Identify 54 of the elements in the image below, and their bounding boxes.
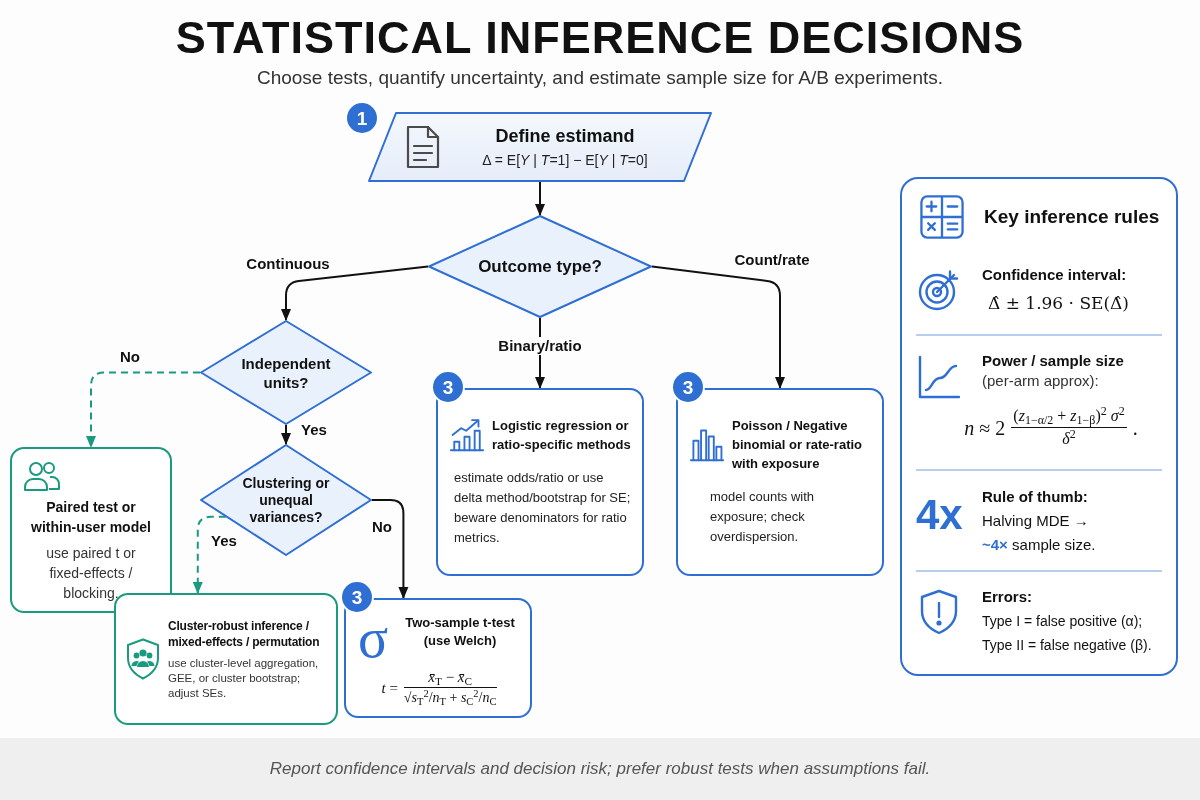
method-card (10, 447, 172, 613)
panel-heading: Key inference rules (984, 205, 1160, 229)
decision-diamond (200, 320, 372, 425)
card-heading: Logistic regression or ratio-specific methods (492, 417, 632, 454)
parallelogram-step (368, 112, 712, 182)
rule-title: Errors: (982, 587, 1034, 607)
card-text: estimate odds/ratio or use delta method/bootstrap for SE; beware denominators for ratio metrics. (453, 469, 632, 547)
formula: n ≈ 2 (964, 415, 1006, 440)
dashed-arrow (192, 515, 227, 594)
arrow (371, 499, 409, 599)
rule-title: Power / sample size (982, 351, 1125, 371)
card-heading: Poisson / Negative binomial or rate-ratio with exposure (732, 417, 864, 473)
rule-title: Confidence interval: (982, 265, 1128, 285)
rule-text: Type II = false negative (β). (982, 636, 1153, 655)
formula: Δ̂ ± 1.96 · SE(Δ̂) (987, 292, 1130, 315)
subtitle: Choose tests, quantify uncertainty, and estimate sample size for A/B experiments. (255, 66, 945, 90)
rule-text: ~4× sample size. (982, 535, 1097, 555)
card-text: use cluster-level aggregation, GEE, or cluster bootstrap; adjust SEs. (168, 655, 320, 701)
step-number-badge: 1 (347, 103, 377, 133)
sigma-symbol: σ (358, 610, 389, 666)
multiplier-text: 4x (916, 491, 963, 539)
arrow (281, 265, 429, 321)
decision-text: Outcome type? (478, 256, 602, 277)
arrow (281, 424, 291, 445)
formula-period: . (1132, 415, 1138, 440)
rules-panel (900, 177, 1178, 676)
formula-denominator: δ$^{2}$ (1061, 428, 1077, 449)
step-number-badge: 3 (673, 372, 703, 402)
rule-text: Halving MDE → (982, 511, 1090, 531)
rule-text: Type I = false positive (α); (982, 612, 1144, 631)
arrow (651, 265, 785, 389)
formula-denominator: √s$_{T}$$^{2}$/n$_{T}$ + s$_{C}$$^{2}$/n$_{C}$ (403, 688, 497, 707)
caption: Report confidence intervals and decision risk; prefer robust tests when assumptions fail. (269, 758, 931, 780)
arrow (535, 181, 545, 216)
dashed-arrow (86, 371, 201, 448)
formula: t = (381, 678, 398, 697)
card-text: model counts with exposure; check overdispersion. (709, 488, 816, 546)
decision-text: Independent units? (240, 353, 332, 392)
title: STATISTICAL INFERENCE DECISIONS (174, 12, 1026, 64)
rule-text: (per-arm approx): (982, 371, 1100, 391)
step-heading: Define estimand (495, 125, 635, 147)
decision-diamond (428, 215, 652, 318)
decision-text: Clustering or unequal variances? (241, 474, 331, 526)
card-heading: Two-sample t-test (use Welch) (404, 614, 516, 650)
card-text: use paired t or fixed-effects / blocking. (45, 544, 137, 603)
decision-diamond (200, 444, 372, 556)
card-heading: Cluster-robust inference / mixed-effects / permutation (168, 617, 321, 650)
rule-title: Rule of thumb: (982, 487, 1089, 507)
formula-numerator: (z$_{1−α/2}$ + z$_{1−β}$)$^{2}$ σ$^{2}$ (1011, 405, 1127, 428)
card-heading: Paired test or within-user model (30, 498, 152, 537)
step-number-badge: 3 (342, 582, 372, 612)
formula: Δ = E[Y | T=1] − E[Y | T=0] (482, 151, 648, 169)
formula-numerator: x̄$_{T}$ − x̄$_{C}$ (403, 668, 497, 688)
step-number-badge: 3 (433, 372, 463, 402)
